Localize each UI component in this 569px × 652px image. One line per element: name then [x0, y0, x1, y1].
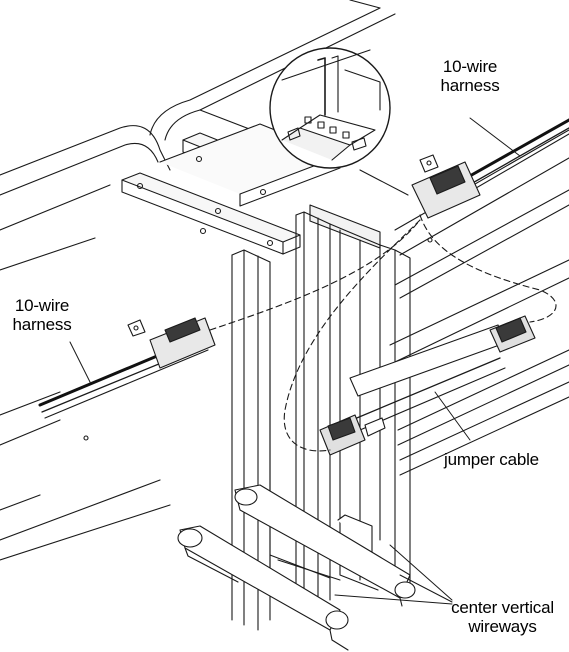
label-line: jumper cable [444, 450, 539, 469]
label-center-vertical-wireways: center vertical wireways [440, 598, 565, 636]
label-line: 10-wire [14, 296, 70, 315]
label-line: wireways [468, 617, 537, 636]
label-line: harness [440, 76, 500, 95]
cable-routing-dashes [209, 214, 557, 452]
leader-lines [69, 117, 521, 605]
harness-left [38, 317, 216, 419]
harness-right [411, 118, 569, 219]
label-jumper-cable: jumper cable [444, 450, 564, 469]
label-line: 10-wire [442, 57, 498, 76]
label-line: center vertical [451, 598, 554, 617]
worksurface-right [389, 129, 569, 476]
label-10-wire-harness-left: 10-wire harness [0, 296, 84, 334]
label-line: harness [12, 315, 72, 334]
base-feet [177, 484, 416, 651]
magnified-connector-detail [269, 47, 409, 196]
jumper-cable [319, 315, 536, 456]
worksurface-left [0, 125, 171, 561]
label-10-wire-harness-top: 10-wire harness [420, 57, 520, 95]
